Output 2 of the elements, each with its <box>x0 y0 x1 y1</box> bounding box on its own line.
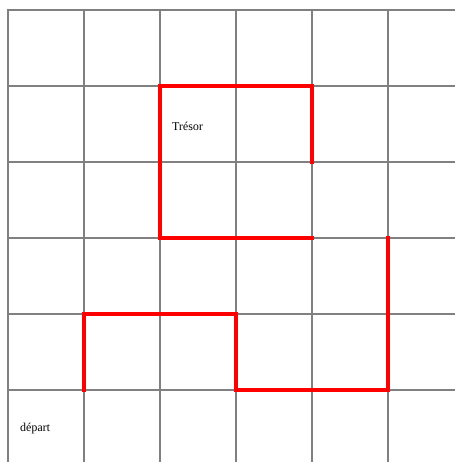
cell-label: Trésor <box>172 119 203 133</box>
cell-label: départ <box>20 420 50 434</box>
